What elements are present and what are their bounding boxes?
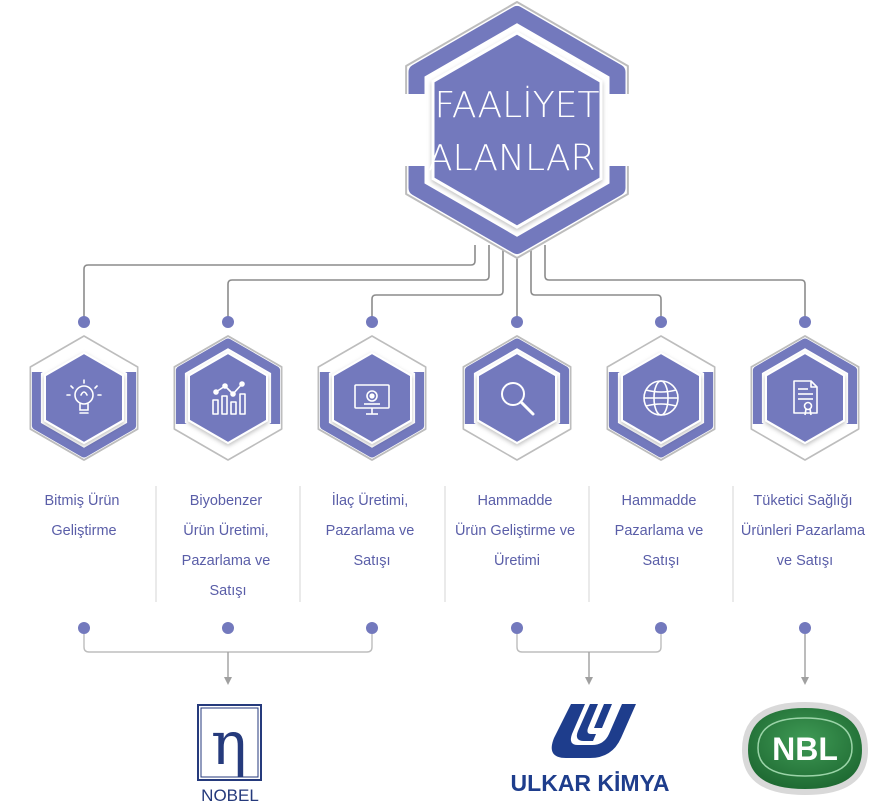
magnifier-icon [501, 382, 535, 416]
connector-dot-bottom-1 [78, 622, 90, 634]
group-arrow-head-ulkar [585, 677, 593, 685]
category-hex-2 [168, 335, 288, 468]
category-hex-6 [745, 335, 865, 468]
nbl-logo: NBL [742, 702, 868, 795]
category-hex-ring-edge [173, 335, 283, 461]
connector-line-3 [371, 245, 504, 322]
category-hex-core [188, 351, 268, 445]
category-label-1: Bitmiş Ürün Geliştirme [45, 491, 124, 539]
column-dividers [155, 486, 734, 602]
group-arrow-head-nobel [224, 677, 232, 685]
connector-dot-bottom-3 [366, 622, 378, 634]
connector-line-1 [83, 245, 476, 322]
category-label-2: Biyobenzer Ürün Üretimi, Pazarlama ve Sa… [182, 493, 275, 599]
nobel-logo: η NOBEL [197, 704, 262, 805]
category-hex-ring-edge [29, 335, 139, 461]
category-hex-ring-edge [462, 335, 572, 461]
connector-dot-bottom-4 [511, 622, 523, 634]
category-hex-ring-edge [317, 335, 427, 461]
connector-line-2 [227, 245, 490, 322]
category-hex-ring-edge [606, 335, 716, 461]
lightbulb-icon [66, 379, 102, 414]
main-hex-band [408, 6, 626, 254]
globe-icon [643, 380, 679, 416]
connector-dot-bottom-5 [655, 622, 667, 634]
connector-dot-top-1 [78, 316, 90, 328]
category-hex-core [765, 351, 845, 445]
connector-dot-bottom-6 [799, 622, 811, 634]
category-hex-5 [601, 328, 721, 461]
title-line-1: FAALİYET [434, 85, 599, 126]
connector-line-5 [530, 245, 662, 322]
connector-lines [78, 245, 811, 685]
category-nodes [24, 328, 865, 468]
connector-dot-top-4 [511, 316, 523, 328]
main-title-hexagon [397, 1, 637, 259]
category-hex-core [477, 351, 557, 445]
nbl-logo-name: NBL [772, 731, 838, 767]
certificate-icon [793, 380, 818, 416]
title-line-2: ALANLARI [428, 138, 606, 179]
connector-dot-bottom-2 [222, 622, 234, 634]
ulkar-kimya-logo: ULKAR KİMYA [511, 704, 670, 796]
connector-dot-top-5 [655, 316, 667, 328]
category-hex-ring-edge [750, 335, 860, 461]
category-hex-core [44, 351, 124, 445]
ulkar-kimya-logo-name: ULKAR KİMYA [511, 770, 670, 796]
category-label-5: Hammadde Pazarlama ve Satışı [615, 493, 708, 569]
connector-dot-top-2 [222, 316, 234, 328]
category-label-6: Tüketici Sağlığı Ürünleri Pazarlama ve S… [741, 493, 869, 569]
main-hex-core [431, 31, 603, 229]
bar-chart-icon [212, 381, 246, 415]
group-bracket-nobel [83, 634, 373, 653]
connector-line-6 [544, 245, 806, 322]
category-label-3: İlaç Üretimi, Pazarlama ve Satışı [326, 491, 419, 569]
category-hex-4 [457, 335, 577, 468]
nobel-logo-name: NOBEL [201, 786, 259, 805]
group-arrow-head-nbl [801, 677, 809, 685]
category-label-4: Hammadde Ürün Geliştirme ve Üretimi [455, 493, 579, 569]
connector-dot-top-6 [799, 316, 811, 328]
group-bracket-ulkar [516, 634, 662, 653]
connector-dot-top-3 [366, 316, 378, 328]
nobel-logo-glyph: η [211, 709, 247, 779]
monitor-gear-icon [354, 384, 390, 415]
category-hex-1 [24, 328, 144, 461]
